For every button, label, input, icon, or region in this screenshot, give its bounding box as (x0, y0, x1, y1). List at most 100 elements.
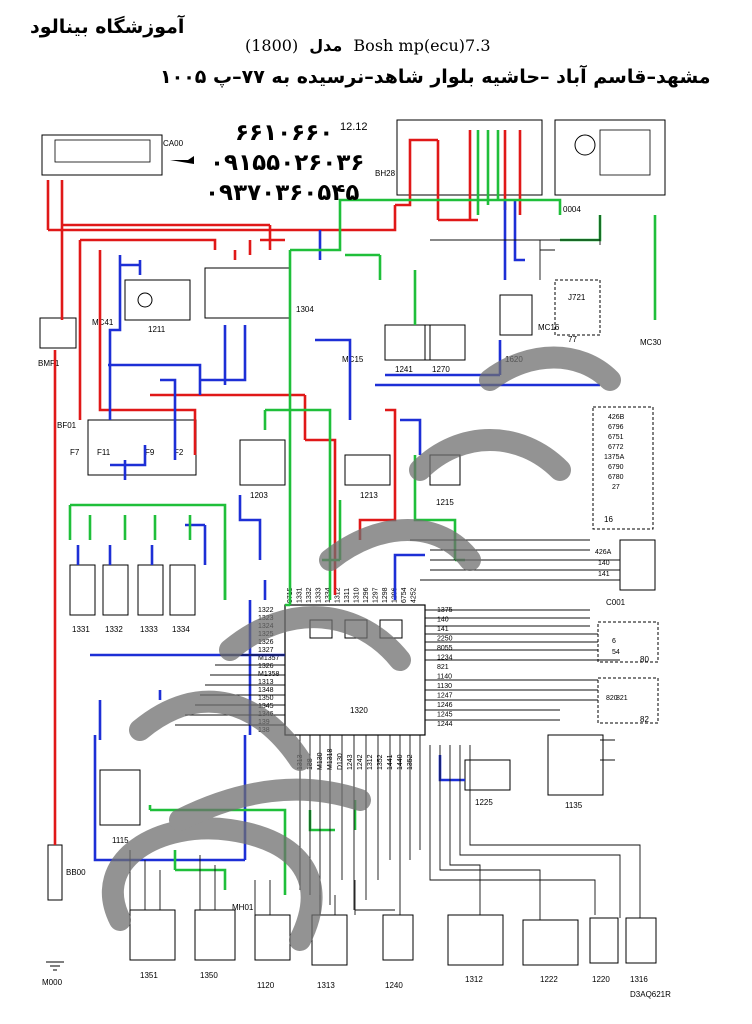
ecu-top-pin: 1311 (344, 588, 351, 603)
ecu-right-pin: 821 (437, 664, 449, 671)
c1213-label: 1213 (360, 491, 378, 500)
c001-label: C001 (606, 598, 626, 607)
c1331-label: 1331 (72, 625, 90, 634)
ecu-bottom-pin: M1318 (327, 748, 334, 770)
rg1-1: 6796 (608, 424, 624, 431)
blue-wires (76, 200, 600, 862)
ecu-top-pin: 1331 (297, 587, 304, 603)
c1313-label: 1313 (317, 981, 335, 990)
bottom-sensors: 1351 1350 1120 1313 1240 1312 1222 1220 … (129, 909, 671, 999)
c1240-label: 1240 (385, 981, 403, 990)
c1203-label: 1203 (250, 491, 268, 500)
ecu-bottom-pin: 1312 (367, 754, 374, 770)
mc30-label: MC30 (640, 338, 662, 347)
m000-label: M000 (42, 978, 63, 987)
c1270-box: 1270 (424, 324, 466, 374)
c1213-box: 1213 (344, 454, 391, 500)
phone-3: ۰۹۳۷۰۳۶۰۵۴۵ (205, 180, 360, 206)
c1334-label: 1334 (172, 625, 190, 634)
ecu-right-pin: 1244 (437, 721, 453, 728)
ecu-top-pin: 1310 (354, 587, 361, 603)
right-connector-16: 426B 6796 6751 6772 1375A 6790 6780 27 1… (592, 406, 654, 530)
c1220-label: 1220 (592, 975, 610, 984)
c1115-box: 1115 (99, 769, 141, 845)
ecu-left-pin: 1350 (258, 695, 274, 702)
ecu-label: 1320 (350, 706, 368, 715)
ecu-top-pin: 1297 (373, 587, 380, 603)
model-name: Bosh mp(ecu)7.3 (353, 36, 491, 55)
model-code: (1800) (245, 36, 299, 55)
ecu-right-pin: 1246 (437, 702, 453, 709)
c001-connector: 426A 140 141 C001 (595, 539, 656, 607)
c16-label: 16 (604, 515, 613, 524)
phone-numbers: ۶۶۱۰۶۶۰ ۰۹۱۵۵۰۲۶۰۳۶ ۰۹۳۷۰۳۶۰۵۴۵ (205, 118, 364, 208)
c1211-label: 1211 (148, 325, 166, 334)
fuse-f7: F7 (70, 448, 80, 457)
ecu-top-pin: 1332 (306, 587, 313, 603)
fuse-f9: F9 (145, 448, 155, 457)
c1115-label: 1115 (112, 836, 129, 845)
c1351-label: 1351 (140, 971, 158, 980)
c1215-label: 1215 (436, 498, 454, 507)
bb00-battery: BB00 M000 (42, 844, 86, 987)
ecu-right-pins: 1375140141225080551234821114011301247124… (437, 607, 453, 728)
c1350-label: 1350 (200, 971, 218, 980)
ecu-right-pin: 1234 (437, 655, 453, 662)
ecu-top-pin: 4252 (411, 587, 418, 603)
rg2-0: 426A (595, 549, 612, 556)
rg1-4: 1375A (604, 454, 625, 461)
fuse-f2: F2 (174, 448, 184, 457)
ecu-bottom-pin: 1352 (407, 754, 414, 770)
rg1-5: 6790 (608, 464, 624, 471)
ecu-left-pin: M1358 (258, 671, 280, 678)
rg1-0: 426B (608, 414, 625, 421)
ecu-bottom-pin: 1352 (377, 754, 384, 770)
rg3-0: 6 (612, 638, 616, 645)
ecu-left-pin: 1322 (258, 607, 274, 614)
phone-1: ۶۶۱۰۶۶۰ (235, 120, 334, 146)
ecu-right-pin: 1245 (437, 712, 453, 719)
ecu-right-pin: 141 (437, 626, 449, 633)
ecu-bottom-pin: D130 (337, 753, 344, 770)
ecu-top-pin: 1298 (382, 587, 389, 603)
c1316-label: 1316 (630, 975, 648, 984)
ecu-left-pin: 1348 (258, 687, 274, 694)
bb00-label: BB00 (66, 868, 86, 877)
c1203-box: 1203 (239, 439, 286, 500)
ecu-bottom-pin: 1242 (357, 754, 364, 770)
ecu-bottom-pin: M130 (317, 752, 324, 770)
ecu-right-pin: 1140 (437, 674, 452, 681)
rg2-2: 141 (598, 571, 610, 578)
ecu-left-pin: 1326 (258, 639, 274, 646)
c1332-label: 1332 (105, 625, 123, 634)
bmf1-fuse: BMF1 (38, 317, 77, 368)
ecu-left-pin: 1345 (258, 703, 274, 710)
ecu-top-pin: 6754 (401, 587, 408, 603)
ecu-top-pin: 1312 (335, 587, 342, 603)
ecu-right-pin: 140 (437, 617, 449, 624)
rg3-1: 54 (612, 649, 620, 656)
ecu-bottom-pin: 1441 (387, 754, 394, 770)
ecu-left-pin: 1313 (258, 679, 274, 686)
c1304-label: 1304 (296, 305, 314, 314)
bf01-label: BF01 (57, 421, 77, 430)
sheet-ref: 12.12 (340, 121, 368, 133)
green-wires (68, 130, 657, 895)
mh01-label: MH01 (232, 903, 254, 912)
c82-label: 82 (640, 715, 649, 724)
mc16-label: MC16 (538, 323, 560, 332)
c1211-box: 1211 MC41 (92, 279, 191, 334)
rg1-7: 27 (612, 484, 620, 491)
brand-title: آموزشگاه بینالود (30, 16, 185, 38)
c1333-label: 1333 (140, 625, 158, 634)
bh28-label: BH28 (375, 169, 396, 178)
black-wires (129, 215, 641, 920)
fuse-f11: F11 (97, 448, 111, 457)
c80-connector: 6 54 80 (597, 621, 659, 664)
injectors: 1331 1332 1333 1334 (69, 564, 196, 634)
c1225-label: 1225 (475, 798, 493, 807)
ecu-left-pin: 1326 (258, 663, 274, 670)
